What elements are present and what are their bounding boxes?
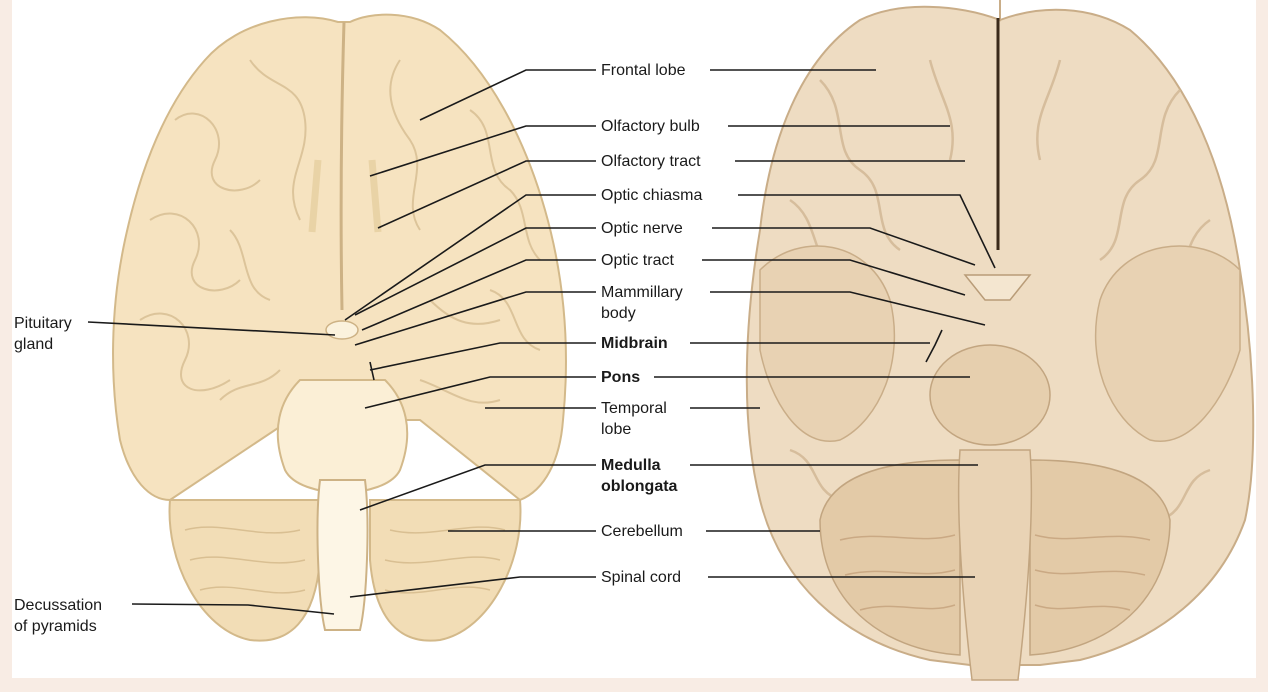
leader-optic-tract-left	[361, 259, 596, 331]
leader-decussation	[131, 603, 335, 615]
pons-photo	[929, 344, 1051, 446]
leader-optic-chiasma-right	[738, 194, 996, 269]
cerebellum-illustration	[168, 499, 321, 642]
leader-mammillary-left	[354, 291, 596, 346]
leader-mammillary-right	[710, 291, 986, 326]
leader-optic-tract-right	[702, 259, 966, 296]
pituitary-illustration	[325, 320, 359, 340]
label-decussation-line1: Decussation	[14, 597, 103, 614]
label-optic-nerve: Optic nerve	[601, 220, 683, 237]
medulla-illustration	[316, 479, 369, 631]
leader-spinal-cord-left	[349, 576, 596, 598]
leader-olfactory-tract-left	[377, 160, 596, 229]
brain-illustration	[112, 13, 567, 642]
pons-illustration	[276, 379, 409, 494]
longitudinal-fissure-illustration	[339, 21, 346, 311]
leader-pituitary	[87, 321, 336, 336]
optic-chiasma-photo	[963, 274, 1032, 301]
label-frontal-lobe: Frontal lobe	[601, 62, 686, 79]
label-medulla-line2: oblongata	[601, 478, 678, 495]
leader-midbrain-right	[690, 329, 943, 363]
label-spinal-cord: Spinal cord	[601, 569, 682, 586]
label-pituitary-line2: gland	[14, 336, 54, 353]
label-pons: Pons	[601, 369, 641, 386]
label-mammillary-line2: body	[601, 305, 636, 322]
label-temporal-line1: Temporal	[601, 400, 667, 417]
leader-medulla-left	[359, 464, 596, 511]
leader-optic-nerve-right	[712, 227, 976, 266]
leader-midbrain-left	[369, 342, 596, 381]
brain-photo	[745, 0, 1255, 681]
spinal-cord-photo	[957, 449, 1033, 681]
leader-optic-chiasma-left	[344, 194, 596, 321]
label-optic-chiasma: Optic chiasma	[601, 187, 703, 204]
leader-pons-left	[364, 376, 596, 409]
leader-olfactory-bulb-left	[369, 125, 596, 177]
leader-optic-nerve-left	[354, 227, 596, 316]
label-midbrain: Midbrain	[601, 335, 668, 352]
label-optic-tract: Optic tract	[601, 252, 674, 269]
label-decussation-line2: of pyramids	[14, 618, 97, 635]
label-mammillary-line1: Mammillary	[601, 284, 683, 301]
label-temporal-line2: lobe	[601, 421, 632, 438]
leader-lines	[87, 69, 996, 615]
label-medulla-line1: Medulla	[601, 457, 661, 474]
label-olfactory-bulb: Olfactory bulb	[601, 118, 700, 135]
label-cerebellum: Cerebellum	[601, 523, 683, 540]
label-olfactory-tract: Olfactory tract	[601, 153, 701, 170]
label-pituitary-line1: Pituitary	[14, 315, 72, 332]
leader-frontal-lobe-left	[419, 69, 596, 121]
olfactory-tract-illustration	[368, 159, 382, 233]
gyri-illustration	[139, 59, 541, 404]
cerebellum-photo	[819, 459, 961, 656]
